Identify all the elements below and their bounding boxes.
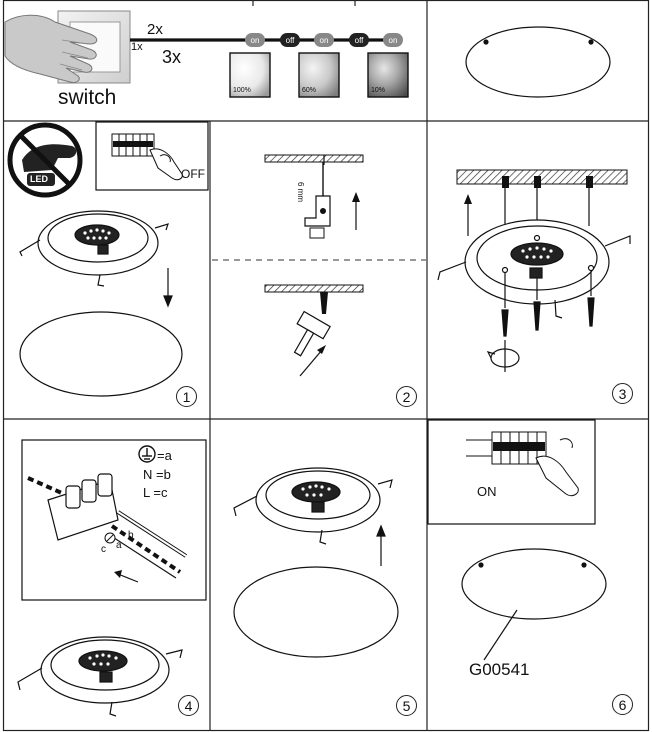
brightness-100-label: 100%	[233, 87, 251, 94]
ceiling-hammer-bottom	[264, 284, 364, 377]
brightness-60-label: 60%	[302, 87, 317, 94]
terminal-b-label: b	[128, 530, 134, 541]
arrow-up-5	[376, 524, 386, 566]
off-label: OFF	[181, 167, 205, 181]
wiring-inset	[21, 439, 207, 601]
screws	[501, 271, 595, 337]
step-number-6: 6	[612, 694, 633, 715]
brightness-10-swatch	[367, 52, 409, 98]
wall-switch-illustration	[4, 10, 131, 84]
on-label: ON	[477, 484, 497, 499]
mode-on-pill: on	[245, 33, 265, 47]
press-count-3: 3x	[162, 47, 182, 67]
brightness-60-swatch	[298, 52, 340, 98]
step-number-3: 3	[612, 383, 633, 404]
live-legend: L =c	[143, 485, 168, 500]
lamp-cover-1	[19, 311, 183, 397]
brightness-10-label: 10%	[371, 87, 386, 94]
earth-legend: =a	[157, 448, 172, 463]
step-number-2: 2	[396, 386, 417, 407]
lamp-cover-5	[233, 566, 399, 658]
brightness-100-swatch	[229, 52, 271, 98]
lamp-cover-top	[465, 26, 611, 98]
step-number-5: 5	[396, 695, 417, 716]
lamp-base-1	[19, 210, 169, 287]
switch-label: switch	[58, 86, 117, 109]
step-number-4: 4	[178, 695, 199, 716]
terminal-on-inset	[427, 419, 596, 525]
step-number-1: 1	[176, 386, 197, 407]
screwdriver-rotate-icon	[486, 340, 520, 372]
product-code: G00541	[469, 660, 530, 679]
neutral-legend: N =b	[143, 467, 171, 482]
lamp-cover-6	[461, 548, 607, 661]
terminal-off-inset	[95, 121, 209, 191]
press-count-2: 2x	[147, 21, 163, 38]
lamp-base-5	[233, 467, 393, 545]
led-label: LED	[30, 174, 48, 184]
no-led-sign	[7, 122, 83, 198]
brightness-swatches	[229, 52, 409, 98]
terminal-a-label: a	[116, 540, 122, 551]
terminal-c-label: c	[101, 544, 106, 555]
mode-off-pill: off	[280, 33, 300, 47]
press-count-1: 1x	[131, 41, 143, 53]
lamp-base-4	[17, 636, 183, 717]
mode-off-pill: off	[349, 33, 369, 47]
drill-size-label: 6 mm	[296, 182, 305, 202]
mode-on-pill: on	[383, 33, 403, 47]
arrow-down-1	[163, 268, 173, 308]
mode-on-pill: on	[314, 33, 334, 47]
lamp-base-3	[437, 219, 631, 319]
ceiling-mount	[456, 169, 628, 236]
ceiling-drill-top	[264, 154, 364, 239]
